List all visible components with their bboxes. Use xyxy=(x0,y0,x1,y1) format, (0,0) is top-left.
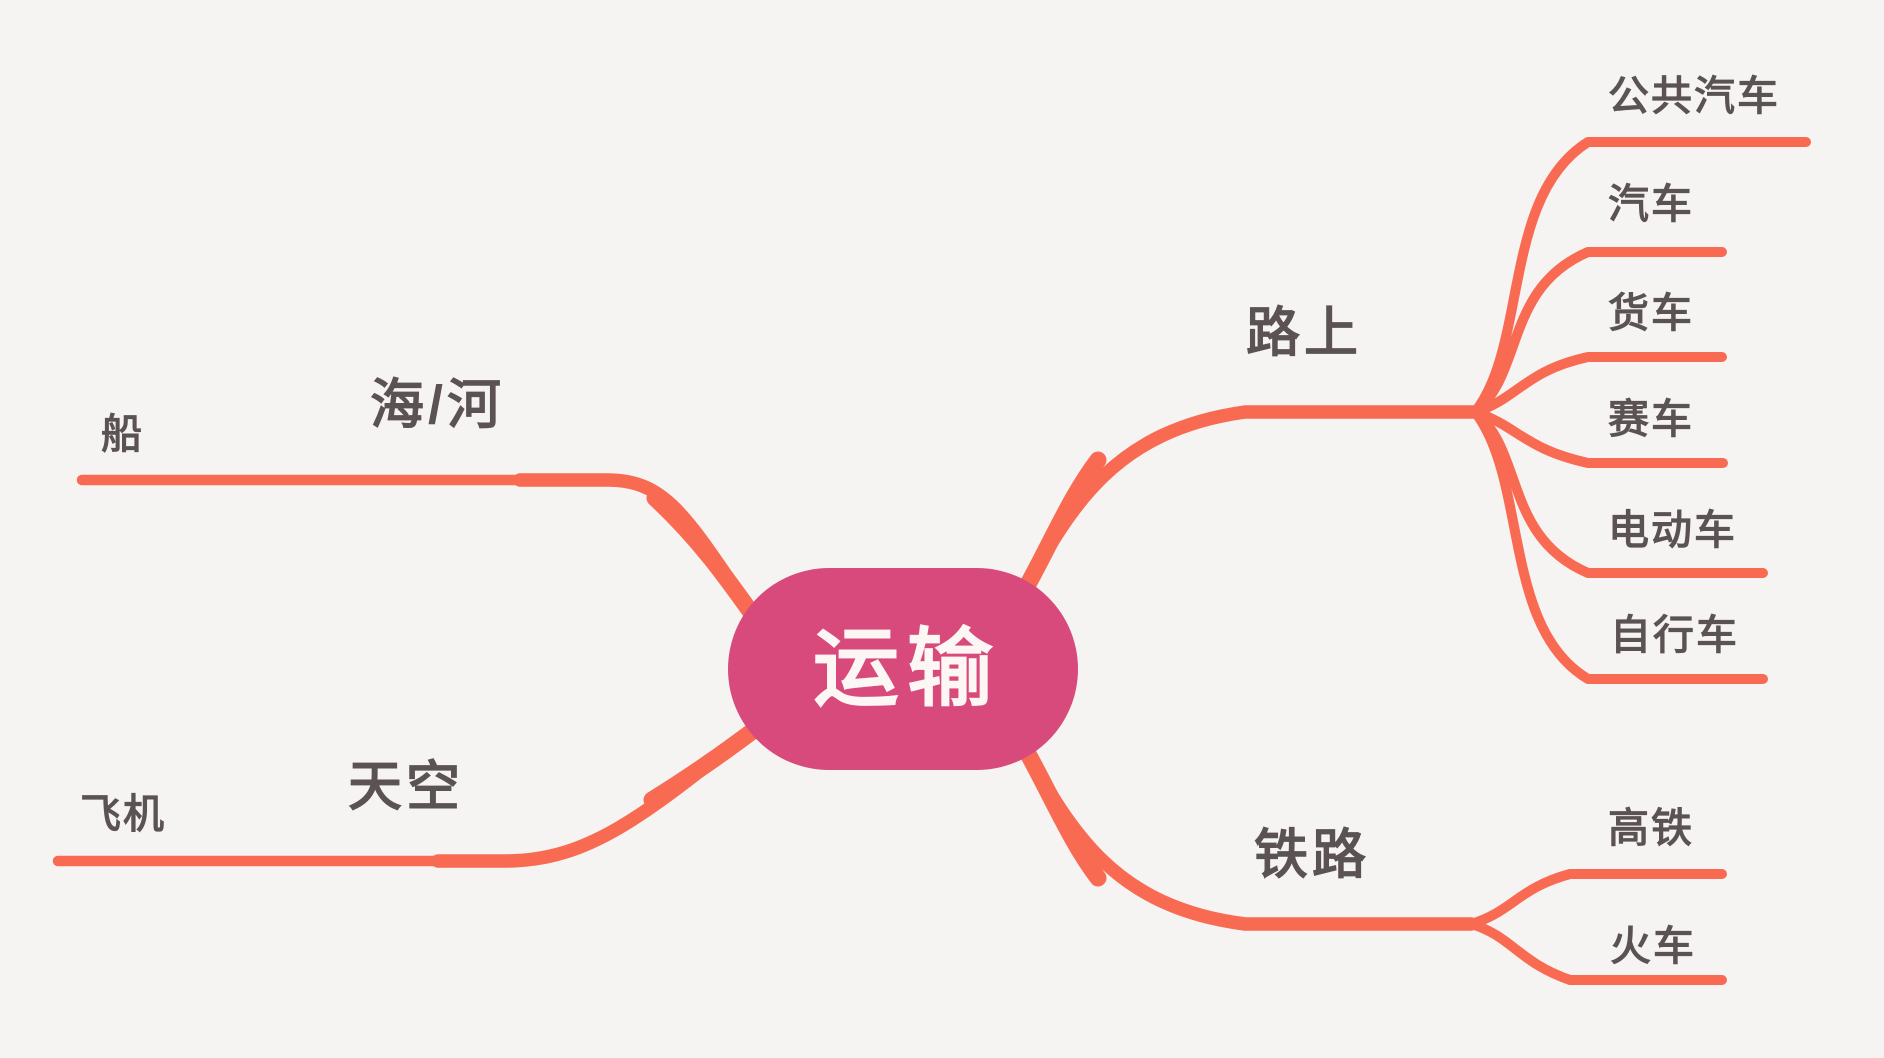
child-label-train[interactable]: 火车 xyxy=(1610,923,1696,969)
child-truck-line xyxy=(1470,352,1727,417)
child-label-truck[interactable]: 货车 xyxy=(1608,290,1694,336)
child-highspeedrail-line xyxy=(1466,869,1727,929)
child-car-line xyxy=(1470,247,1727,417)
branch-label-rail[interactable]: 铁路 xyxy=(1254,825,1370,885)
child-label-bus[interactable]: 公共汽车 xyxy=(1608,73,1780,119)
root-node[interactable]: 运输 xyxy=(728,568,1078,770)
child-label-plane[interactable]: 飞机 xyxy=(80,791,166,837)
child-label-boat[interactable]: 船 xyxy=(101,411,144,457)
child-label-bicycle[interactable]: 自行车 xyxy=(1610,612,1739,658)
child-bicycle-line xyxy=(1470,407,1768,684)
branch-sea-line xyxy=(513,473,765,629)
child-bus-line xyxy=(1470,137,1811,417)
branch-sky-line xyxy=(431,713,771,868)
root-node-label: 运输 xyxy=(813,621,1001,717)
child-label-car[interactable]: 汽车 xyxy=(1608,181,1694,227)
child-racecar-line xyxy=(1470,407,1728,468)
branch-label-sea-river[interactable]: 海/河 xyxy=(370,375,506,435)
branch-label-sky[interactable]: 天空 xyxy=(348,757,464,817)
child-label-highspeedrail[interactable]: 高铁 xyxy=(1608,805,1694,851)
branch-label-road[interactable]: 路上 xyxy=(1246,303,1362,363)
child-label-ebike[interactable]: 电动车 xyxy=(1608,507,1737,553)
child-train-line xyxy=(1466,919,1727,985)
child-label-racecar[interactable]: 赛车 xyxy=(1608,396,1694,442)
